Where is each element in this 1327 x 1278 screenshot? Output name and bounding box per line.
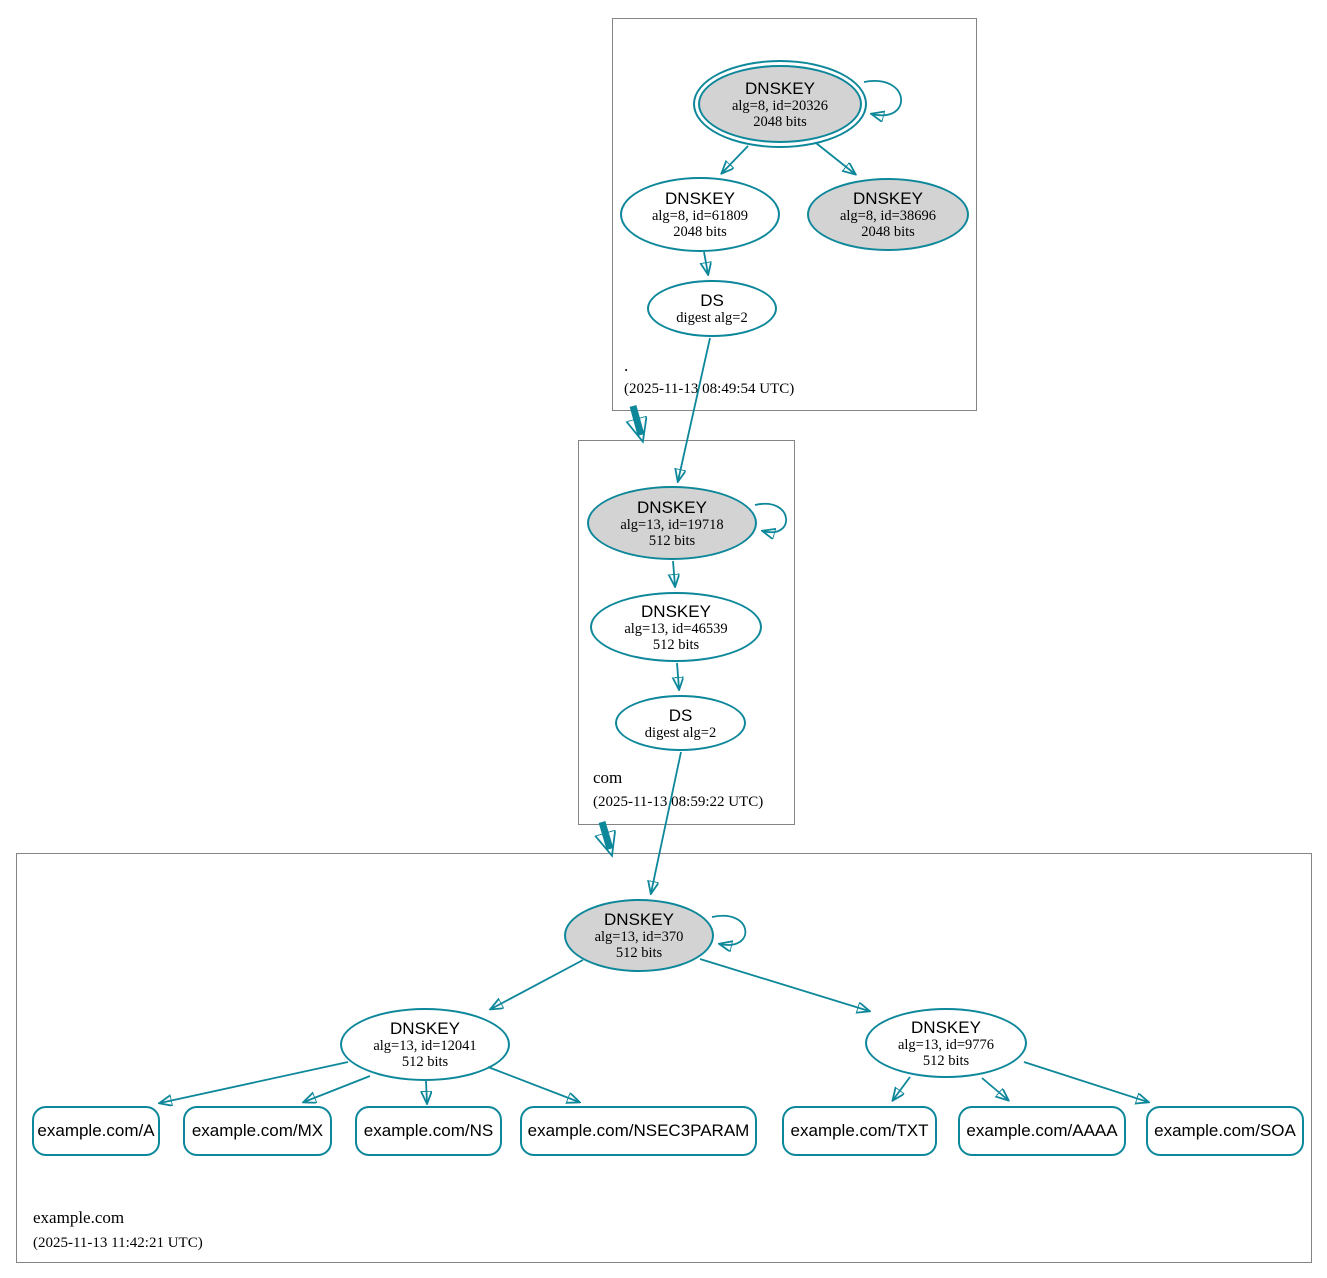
node-title: DNSKEY — [911, 1017, 981, 1037]
dnskey-node-20326[interactable]: DNSKEY alg=8, id=20326 2048 bits — [693, 60, 867, 148]
edge-delegation-com-to-example — [602, 821, 610, 849]
node-alg-id: alg=13, id=12041 — [373, 1038, 477, 1054]
rrset-label: example.com/SOA — [1154, 1121, 1296, 1140]
node-title: DNSKEY — [637, 497, 707, 517]
node-bits: 2048 bits — [673, 224, 727, 240]
zone-name-root: . — [624, 356, 629, 375]
node-bits: 2048 bits — [753, 113, 807, 130]
node-alg-id: alg=13, id=9776 — [897, 1036, 995, 1053]
zone-box-root — [612, 18, 977, 411]
rrset-label: example.com/NSEC3PARAM — [527, 1121, 750, 1140]
node-title: DS — [700, 291, 724, 310]
dnskey-node-61809[interactable]: DNSKEY alg=8, id=61809 2048 bits — [620, 177, 780, 252]
rrset-node-example-com-nsec3param[interactable]: example.com/NSEC3PARAM — [520, 1106, 757, 1156]
rrset-node-example-com-aaaa[interactable]: example.com/AAAA — [958, 1106, 1126, 1156]
rrset-label: example.com/NS — [363, 1121, 494, 1140]
node-bits: 512 bits — [652, 636, 700, 653]
dnskey-node-19718[interactable]: DNSKEY alg=13, id=19718 512 bits — [587, 486, 757, 560]
zone-name-example-com: example.com — [33, 1208, 125, 1227]
node-title: DNSKEY — [665, 189, 735, 208]
node-alg-id: alg=8, id=20326 — [731, 97, 829, 114]
dnskey-node-12041[interactable]: DNSKEY alg=13, id=12041 512 bits — [340, 1008, 510, 1081]
rrset-node-example-com-ns[interactable]: example.com/NS — [355, 1106, 502, 1156]
node-bits: 512 bits — [615, 945, 663, 961]
rrset-label: example.com/A — [37, 1121, 155, 1140]
ds-node-com[interactable]: DS digest alg=2 — [615, 695, 746, 751]
zone-timestamp-example-com: (2025-11-13 11:42:21 UTC) — [33, 1235, 203, 1251]
node-title: DNSKEY — [604, 910, 674, 929]
rrset-label: example.com/AAAA — [966, 1121, 1118, 1140]
node-alg-id: alg=13, id=370 — [594, 929, 684, 945]
node-bits: 512 bits — [922, 1052, 970, 1069]
ds-node-root[interactable]: DS digest alg=2 — [647, 280, 777, 337]
node-title: DNSKEY — [853, 189, 923, 208]
rrset-label: example.com/MX — [191, 1121, 324, 1140]
node-bits: 512 bits — [401, 1054, 449, 1070]
rrset-label: example.com/TXT — [790, 1121, 929, 1140]
node-title: DS — [668, 705, 693, 725]
dnskey-node-370[interactable]: DNSKEY alg=13, id=370 512 bits — [564, 899, 714, 972]
zone-timestamp-root: (2025-11-13 08:49:54 UTC) — [624, 381, 795, 397]
node-title: DNSKEY — [745, 78, 815, 98]
node-alg-id: alg=13, id=19718 — [620, 516, 724, 533]
node-title: DNSKEY — [390, 1019, 460, 1038]
node-bits: 512 bits — [648, 532, 696, 549]
zone-name-com: com — [593, 768, 623, 787]
rrset-node-example-com-txt[interactable]: example.com/TXT — [782, 1106, 937, 1156]
rrset-node-example-com-mx[interactable]: example.com/MX — [183, 1106, 332, 1156]
rrset-node-example-com-a[interactable]: example.com/A — [32, 1106, 160, 1156]
node-alg-id: alg=8, id=38696 — [839, 208, 937, 224]
rrset-node-example-com-soa[interactable]: example.com/SOA — [1146, 1106, 1304, 1156]
node-digest: digest alg=2 — [644, 724, 717, 741]
dnskey-node-9776[interactable]: DNSKEY alg=13, id=9776 512 bits — [865, 1008, 1027, 1078]
node-alg-id: alg=8, id=61809 — [651, 208, 749, 224]
node-bits: 2048 bits — [861, 224, 915, 240]
dnskey-node-46539[interactable]: DNSKEY alg=13, id=46539 512 bits — [590, 592, 762, 662]
node-title: DNSKEY — [641, 601, 711, 621]
node-digest: digest alg=2 — [676, 310, 748, 326]
dnskey-node-38696[interactable]: DNSKEY alg=8, id=38696 2048 bits — [807, 178, 969, 251]
zone-timestamp-com: (2025-11-13 08:59:22 UTC) — [593, 794, 764, 810]
node-alg-id: alg=13, id=46539 — [624, 620, 728, 637]
